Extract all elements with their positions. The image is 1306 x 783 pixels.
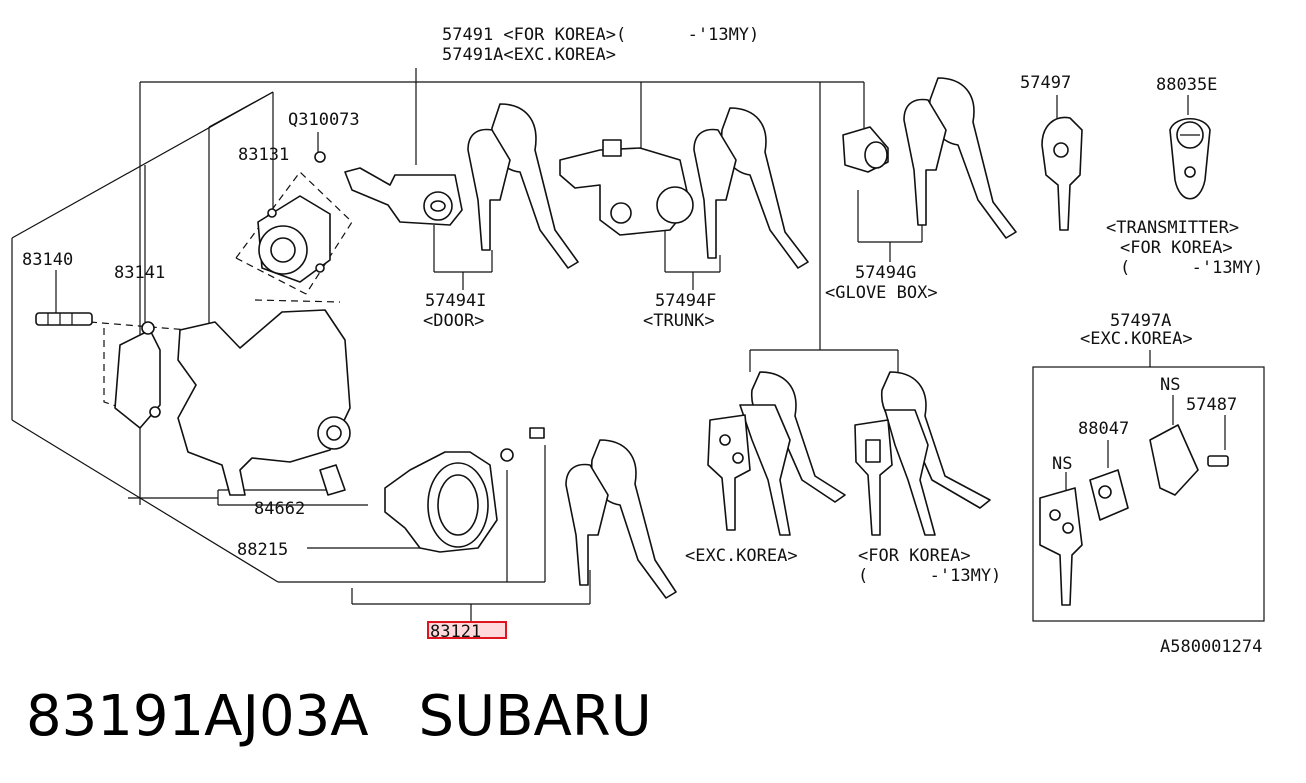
label-ns-1: NS <box>1160 375 1180 395</box>
leader-lines <box>11 68 1265 622</box>
label-transmitter: <TRANSMITTER> <box>1106 218 1239 238</box>
label-88215[interactable]: 88215 <box>237 540 288 560</box>
steering-lock-housing <box>35 309 351 496</box>
box-57497a-parts <box>1039 424 1229 606</box>
caption: 83191AJ03A SUBARU <box>26 682 652 752</box>
label-13my-2: ( -'13MY) <box>858 566 1001 586</box>
label-83121[interactable]: 83121 <box>430 622 481 642</box>
keys <box>467 77 1229 606</box>
diagram-reference: A580001274 <box>1160 637 1262 657</box>
key-cylinder-83121 <box>319 427 545 553</box>
label-57494i[interactable]: 57494I <box>425 291 486 311</box>
label-57494f[interactable]: 57494F <box>655 291 716 311</box>
label-13my: ( -'13MY) <box>1120 258 1263 278</box>
label-trunk: <TRUNK> <box>643 311 715 331</box>
transmitter-88035e <box>1169 117 1211 200</box>
label-ns-2: NS <box>1052 454 1072 474</box>
label-door: <DOOR> <box>423 311 484 331</box>
door-keys <box>467 103 579 269</box>
label-57487[interactable]: 57487 <box>1186 395 1237 415</box>
label-exc-korea: <EXC.KOREA> <box>1080 329 1193 349</box>
caption-part-number: 83191AJ03A <box>26 684 369 749</box>
door-lock-cylinder <box>344 167 463 226</box>
label-88035e[interactable]: 88035E <box>1156 75 1217 95</box>
label-84662[interactable]: 84662 <box>254 499 305 519</box>
exc-korea-keys <box>707 371 846 536</box>
label-57491[interactable]: 57491 <FOR KOREA>( -'13MY) <box>442 25 759 45</box>
label-57497[interactable]: 57497 <box>1020 73 1071 93</box>
labels: 57491 <FOR KOREA>( -'13MY) 57491A<EXC.KO… <box>22 25 1263 657</box>
caption-brand: SUBARU <box>418 684 652 749</box>
trunk-lock-cylinder <box>559 139 694 236</box>
label-83140[interactable]: 83140 <box>22 250 73 270</box>
label-exc-korea-2: <EXC.KOREA> <box>685 546 798 566</box>
label-57497a[interactable]: 57497A <box>1110 311 1171 331</box>
label-for-korea-2: <FOR KOREA> <box>858 546 971 566</box>
highlight-83121 <box>427 621 507 639</box>
parts-diagram: 57491 <FOR KOREA>( -'13MY) 57491A<EXC.KO… <box>11 25 1265 657</box>
label-for-korea: <FOR KOREA> <box>1120 238 1233 258</box>
for-korea-keys <box>854 371 991 536</box>
ignition-switch-part <box>257 151 331 283</box>
trunk-keys <box>693 107 809 269</box>
label-57494g[interactable]: 57494G <box>855 263 916 283</box>
label-glove-box: <GLOVE BOX> <box>825 283 938 303</box>
key-83121-keys <box>565 439 677 599</box>
label-88047[interactable]: 88047 <box>1078 419 1129 439</box>
label-q310073[interactable]: Q310073 <box>288 110 360 130</box>
label-57491a[interactable]: 57491A<EXC.KOREA> <box>442 45 616 65</box>
key-57497 <box>1041 116 1083 231</box>
glove-box-keys <box>903 77 1017 239</box>
label-83131[interactable]: 83131 <box>238 145 289 165</box>
glove-box-lock <box>842 126 889 173</box>
label-83141[interactable]: 83141 <box>114 263 165 283</box>
